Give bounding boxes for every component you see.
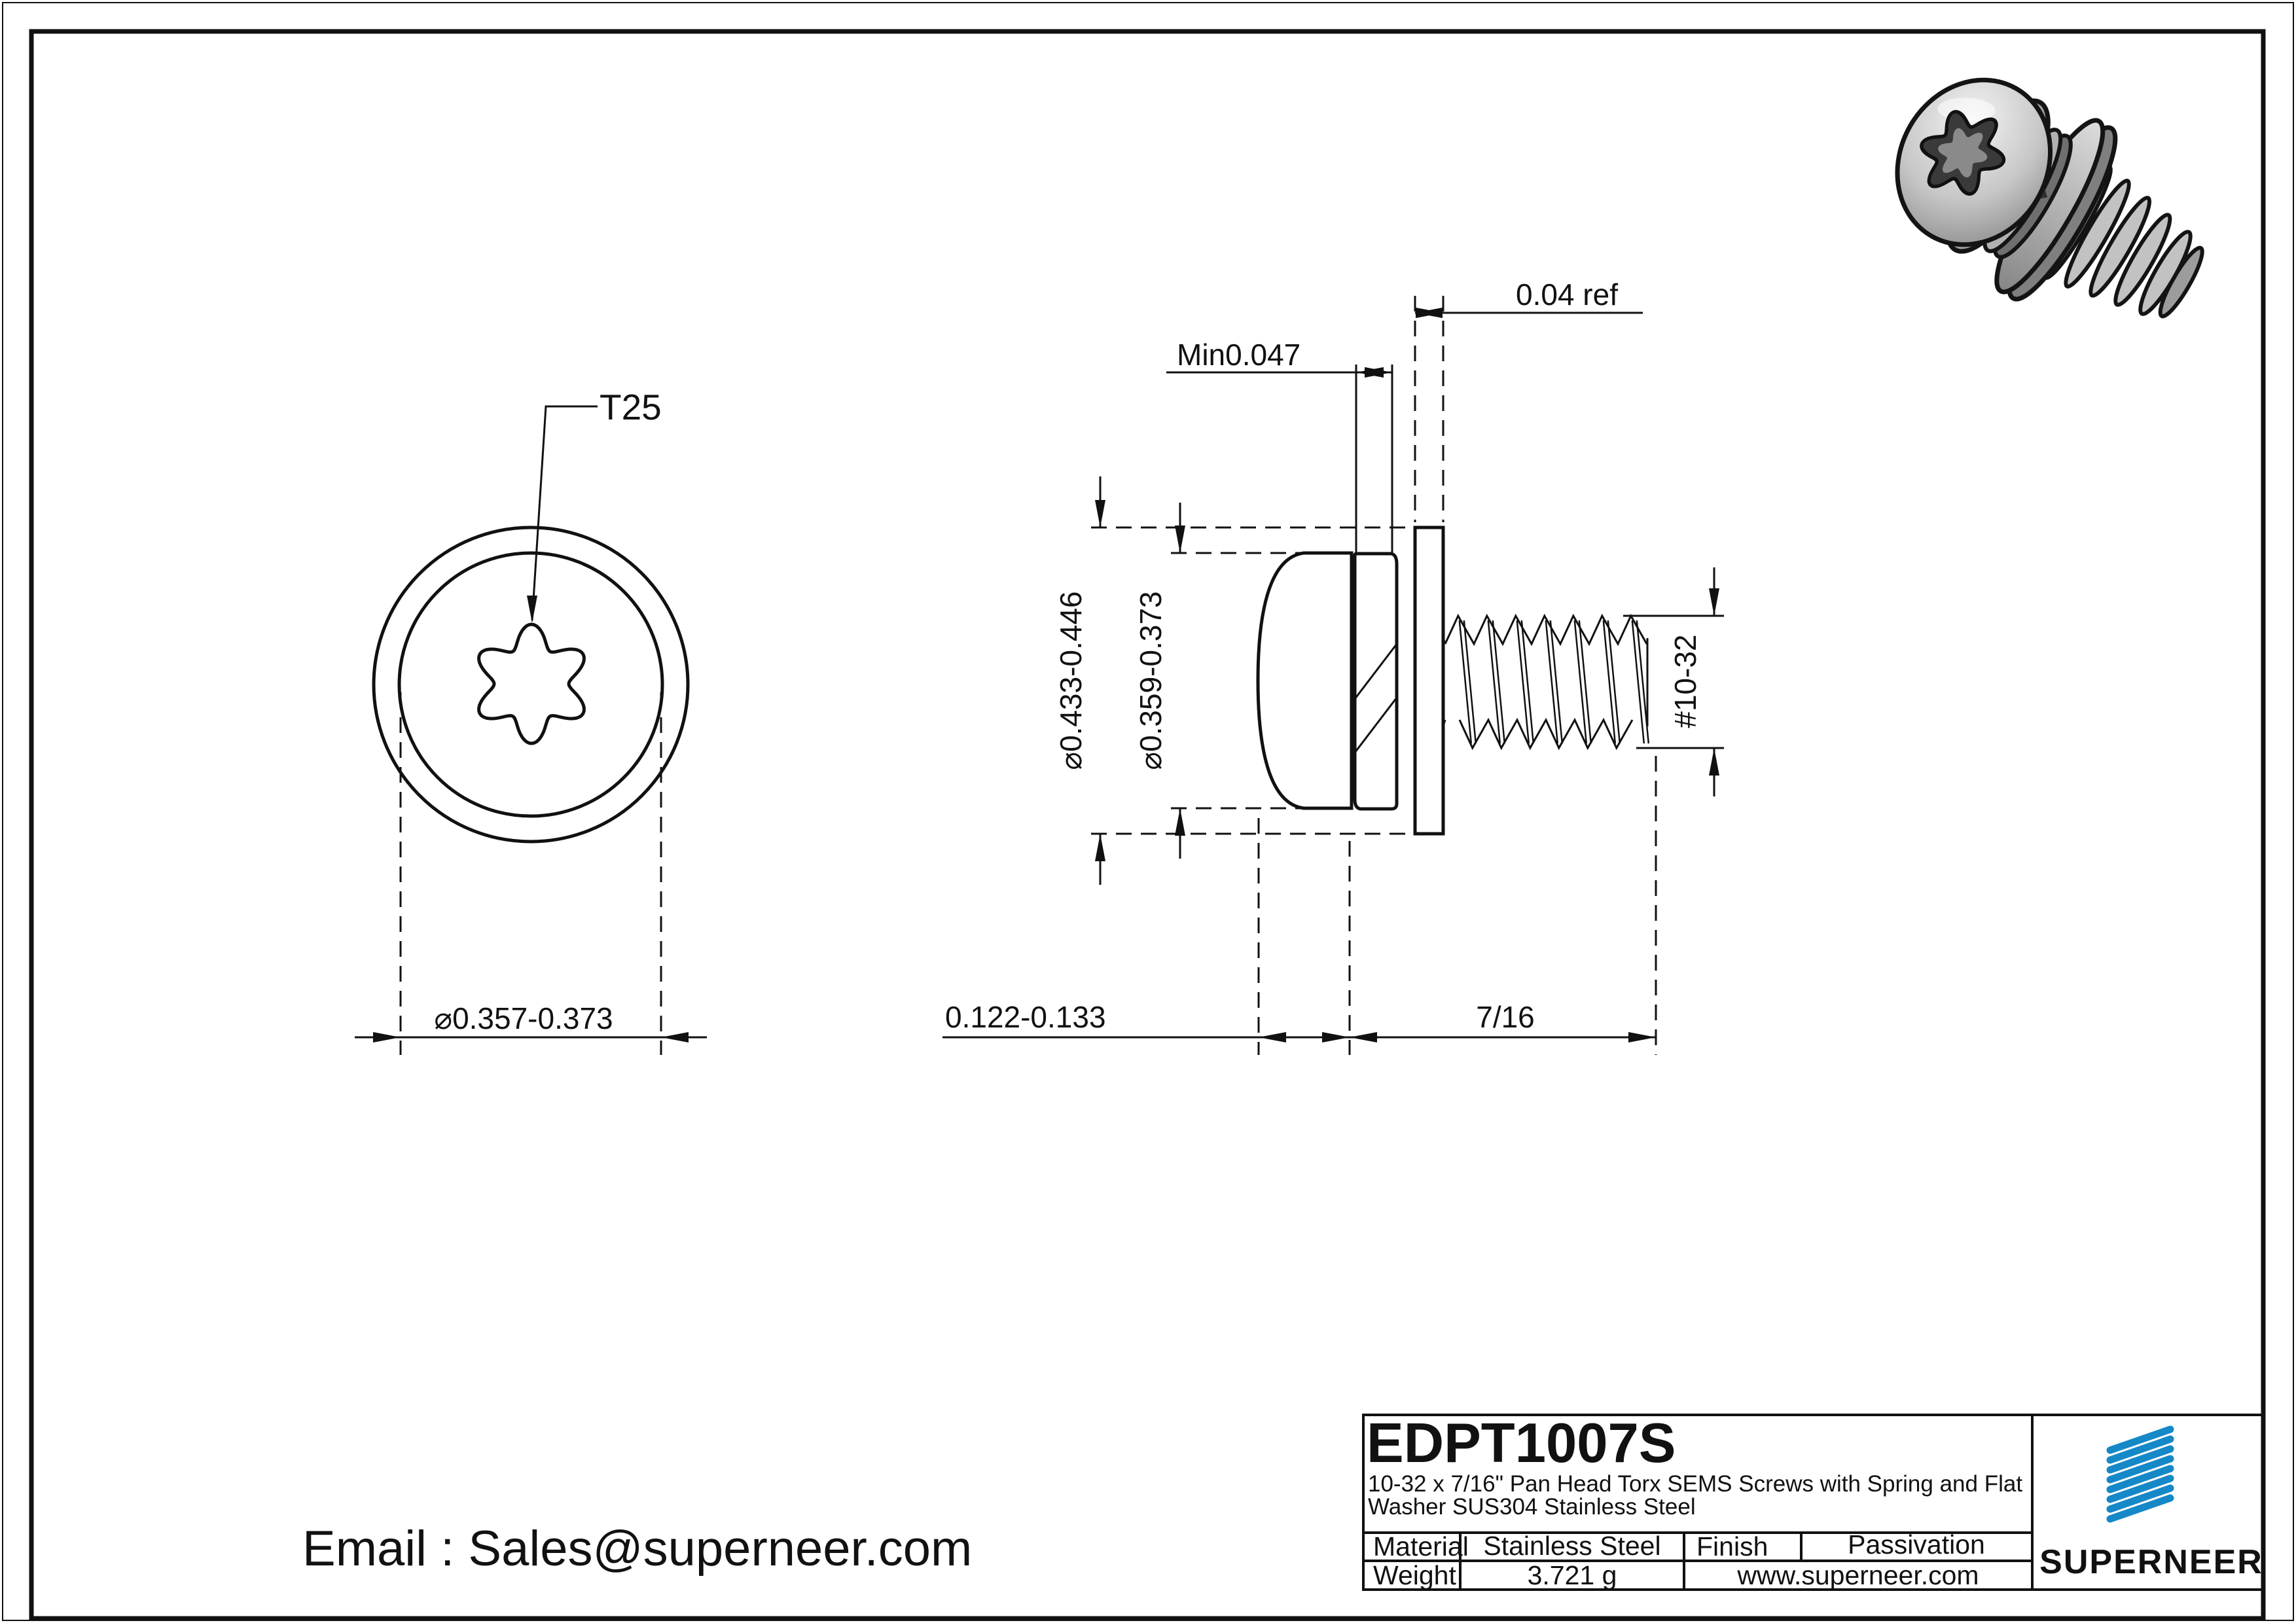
front-diameter-dimension: ⌀0.357-0.373 — [355, 692, 707, 1055]
head-od-dimension: ⌀0.359-0.373 — [1134, 503, 1350, 859]
washer-thickness-text: 0.04 ref — [1516, 277, 1618, 312]
front-view: T25 ⌀0.357-0.373 — [355, 387, 707, 1055]
finish-label: Finish — [1696, 1531, 1768, 1561]
torx-label: T25 — [600, 387, 662, 427]
head-height-text: 0.122-0.133 — [945, 1000, 1106, 1034]
head-od-text: ⌀0.359-0.373 — [1134, 591, 1168, 770]
thread-spec-text: #10-32 — [1668, 634, 1702, 728]
spring-height-dimension: Min0.047 — [1166, 338, 1393, 552]
description-line2: Washer SUS304 Stainless Steel — [1368, 1494, 1696, 1520]
torx-recess-outline — [477, 622, 586, 745]
pan-head-side — [1256, 551, 1354, 810]
thread-profile — [1442, 613, 1650, 751]
length-dimensions: 0.122-0.133 7/16 — [942, 756, 1657, 1055]
brand-wordmark: SUPERNEER — [2039, 1543, 2263, 1581]
torx-recess-3d — [1920, 109, 2006, 196]
thread-length-text: 7/16 — [1476, 1000, 1535, 1034]
description-line1: 10-32 x 7/16" Pan Head Torx SEMS Screws … — [1368, 1471, 2022, 1497]
screw-3d-render — [1895, 77, 2204, 319]
washer-thickness-dimension: 0.04 ref — [1414, 277, 1643, 522]
title-block: EDPT1007S 10-32 x 7/16" Pan Head Torx SE… — [1362, 1412, 2265, 1591]
spring-height-text: Min0.047 — [1177, 338, 1300, 372]
spring-washer-side — [1353, 552, 1399, 811]
material-label: Material — [1373, 1531, 1469, 1561]
weight-value: 3.721 g — [1528, 1560, 1617, 1590]
washer-od-dimension: ⌀0.433-0.446 — [1054, 476, 1443, 885]
finish-value: Passivation — [1848, 1529, 1985, 1560]
thread-spec-dimension: #10-32 — [1623, 567, 1724, 796]
weight-label: Weight — [1373, 1560, 1456, 1590]
side-view: 0.04 ref Min0.047 ⌀0.433-0.446 ⌀0.359-0.… — [942, 277, 1724, 1055]
website-link[interactable]: www.superneer.com — [1736, 1560, 1979, 1590]
flat-washer-side — [1413, 526, 1445, 836]
part-number: EDPT1007S — [1367, 1412, 1676, 1474]
material-value: Stainless Steel — [1483, 1531, 1660, 1561]
superneer-logo — [2106, 1425, 2174, 1523]
front-diameter-text: ⌀0.357-0.373 — [434, 1001, 613, 1035]
washer-od-text: ⌀0.433-0.446 — [1054, 591, 1088, 770]
contact-email: Email : Sales@superneer.com — [302, 1521, 972, 1577]
torx-label-leader: T25 — [527, 387, 662, 623]
